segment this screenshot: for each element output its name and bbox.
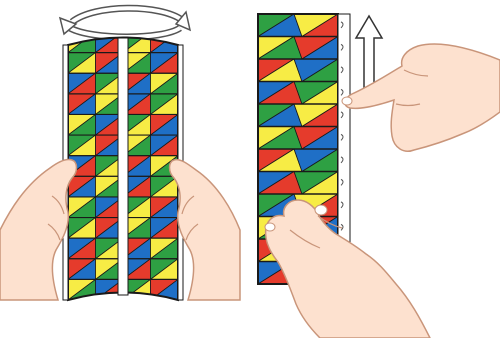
up-arrow-icon (354, 14, 384, 89)
tab-mark (340, 223, 344, 231)
pointing-hand (341, 43, 500, 152)
tab-mark (340, 21, 344, 29)
tab-mark (340, 201, 344, 209)
tab-mark (340, 133, 344, 141)
grabbing-hand (264, 199, 431, 338)
left-hand (0, 158, 78, 301)
tab-mark (340, 178, 344, 186)
rotate-arrow-icon (58, 4, 192, 41)
right-hand (168, 158, 241, 301)
curved-pattern-strip (62, 36, 184, 302)
right-panel (257, 13, 500, 338)
tab-mark (340, 66, 344, 74)
left-panel (0, 4, 241, 302)
tab-mark (340, 43, 344, 51)
tab-mark (340, 111, 344, 119)
tab-mark (340, 156, 344, 164)
tab-mark (340, 88, 344, 96)
